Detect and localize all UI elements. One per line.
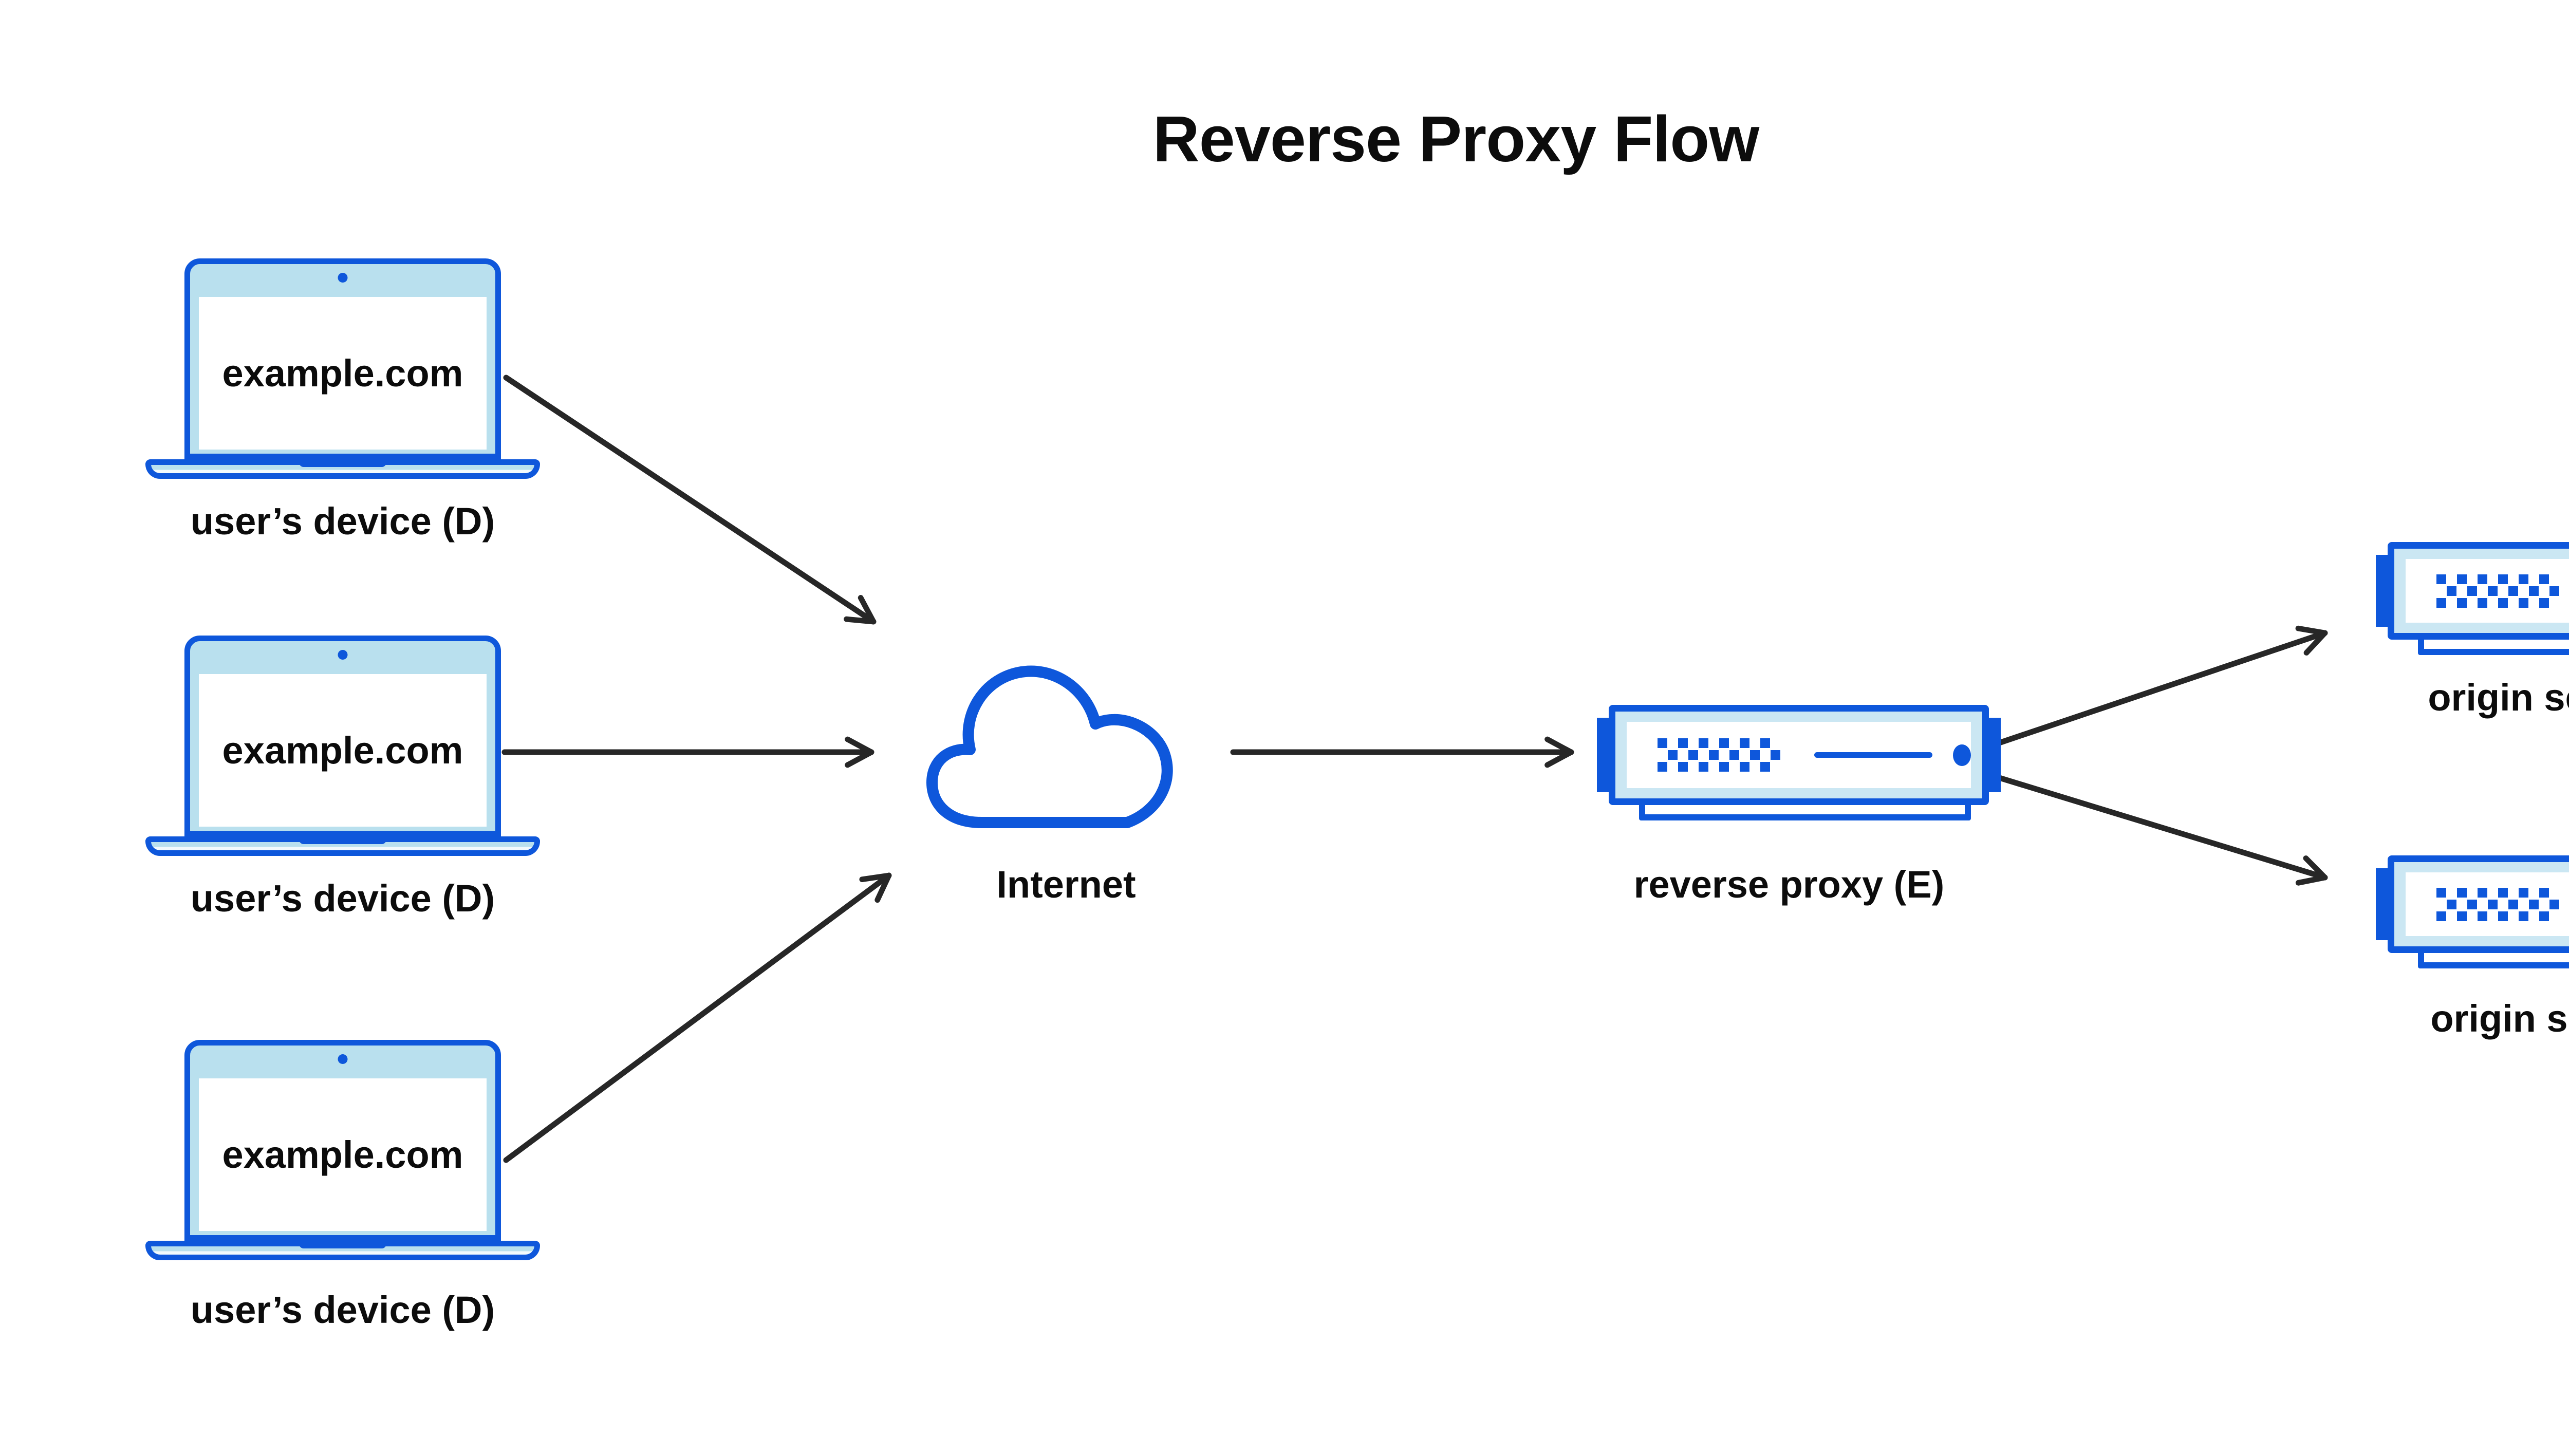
user-device-1: example.com (145, 258, 540, 480)
laptop-notch (299, 836, 386, 844)
webcam-dot-icon (338, 650, 348, 660)
screen-url-text: example.com (222, 729, 463, 772)
server-icon (2388, 855, 2569, 953)
server-slot-line-icon (1814, 752, 1933, 758)
server-icon (1609, 705, 1989, 805)
server-vent-dots-icon (2436, 887, 2561, 921)
page-title: Reverse Proxy Flow (1152, 103, 1760, 175)
origin-server-1 (2376, 542, 2569, 665)
laptop-notch (299, 1241, 386, 1248)
laptop-screen: example.com (199, 297, 487, 450)
server-vent-dots-icon (1658, 738, 1782, 772)
arrow-device3-to-internet (503, 872, 892, 1163)
laptop-icon: example.com (184, 636, 501, 836)
laptop-notch (299, 459, 386, 467)
laptop-screen: example.com (199, 1078, 487, 1231)
user-device-2-label: user’s device (D) (190, 877, 495, 920)
server-vent-dots-icon (2436, 574, 2561, 608)
laptop-icon: example.com (184, 258, 501, 459)
laptop-icon: example.com (184, 1040, 501, 1241)
origin-server-2-label: origin server (F) (2430, 997, 2569, 1040)
server-front-panel (1627, 722, 1971, 788)
reverse-proxy-label: reverse proxy (E) (1633, 863, 1945, 906)
server-front-panel (2406, 872, 2569, 936)
user-device-1-label: user’s device (D) (190, 500, 495, 543)
webcam-dot-icon (338, 1054, 348, 1064)
user-device-3: example.com (145, 1040, 540, 1262)
arrow-proxy-to-origin2 (1993, 774, 2328, 886)
server-power-dot-icon (1953, 744, 1971, 766)
cloud-icon (926, 665, 1173, 828)
server-front-panel (2406, 559, 2569, 623)
arrow-device1-to-internet (503, 375, 877, 625)
user-device-3-label: user’s device (D) (190, 1289, 495, 1331)
user-device-2: example.com (145, 636, 540, 857)
screen-url-text: example.com (222, 1133, 463, 1176)
origin-server-2 (2376, 855, 2569, 979)
reverse-proxy (1597, 705, 2001, 831)
server-icon (2388, 542, 2569, 640)
internet-label: Internet (996, 863, 1136, 906)
webcam-dot-icon (338, 273, 348, 283)
screen-url-text: example.com (222, 352, 463, 395)
laptop-screen: example.com (199, 674, 487, 827)
arrow-proxy-to-origin1 (1993, 625, 2328, 747)
origin-server-1-label: origin server (F) (2428, 676, 2569, 719)
